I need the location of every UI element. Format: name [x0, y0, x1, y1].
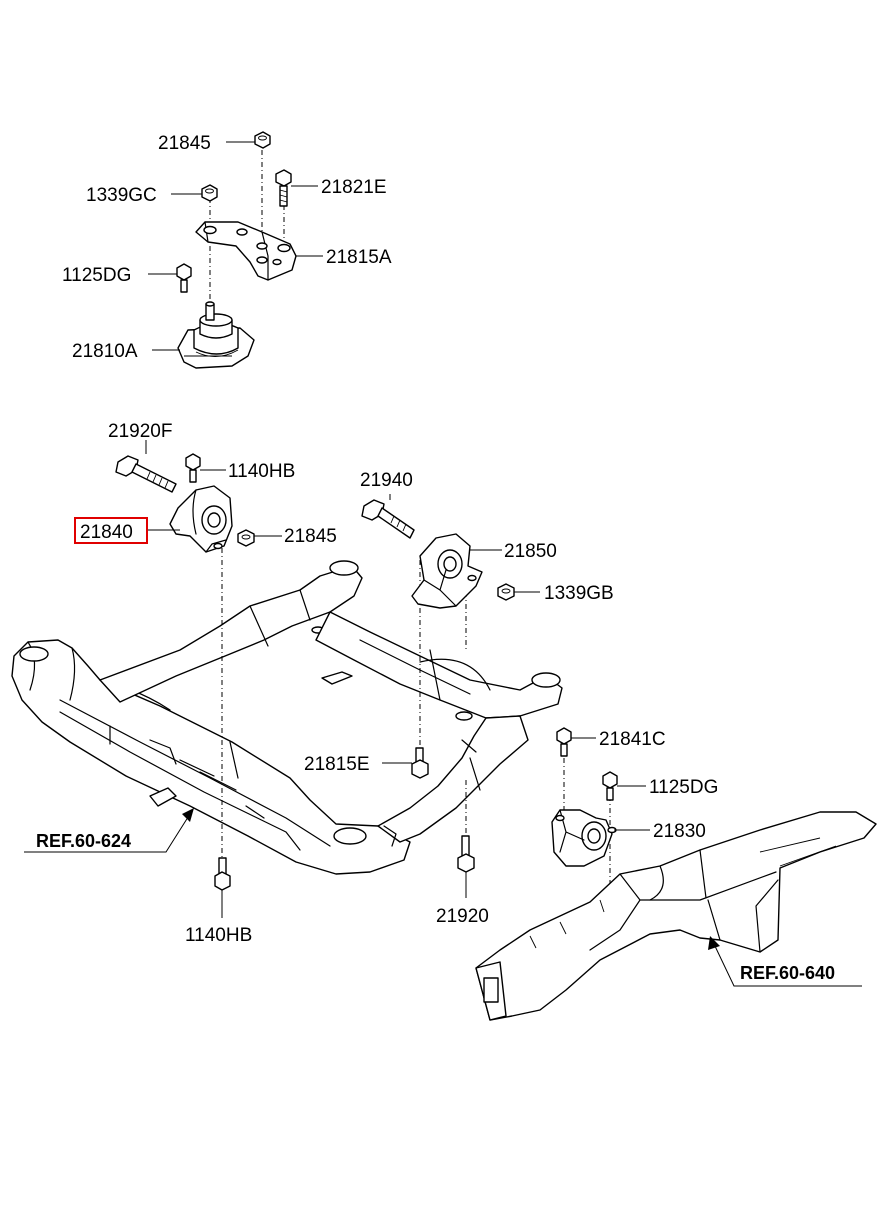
ref-label-left[interactable]: REF.60-624: [36, 831, 131, 851]
bolt-1125dg-right[interactable]: [602, 771, 618, 801]
label-1125dg-right[interactable]: 1125DG: [649, 777, 718, 798]
top-mount-assembly: [148, 131, 323, 369]
label-21940[interactable]: 21940: [360, 470, 413, 491]
mount-21850[interactable]: [411, 533, 483, 609]
ref-right-pointer: [708, 936, 862, 987]
bolt-1140hb-top[interactable]: [185, 453, 201, 483]
nut-21845-mid[interactable]: [237, 529, 255, 547]
label-1140hb-top[interactable]: 1140HB: [228, 461, 295, 482]
label-1140hb-bottom[interactable]: 1140HB: [185, 925, 252, 946]
label-21815e[interactable]: 21815E: [304, 754, 370, 775]
mount-21810a[interactable]: [177, 301, 255, 369]
bracket-21815a[interactable]: [195, 221, 297, 281]
side-rail-group: [475, 727, 877, 1021]
mount-21840[interactable]: [169, 485, 233, 553]
front-subframe: [11, 560, 563, 875]
label-21830[interactable]: 21830: [653, 821, 706, 842]
nut-1339gb[interactable]: [497, 583, 515, 601]
ref-label-right[interactable]: REF.60-640: [740, 963, 835, 983]
bolt-1140hb-bottom[interactable]: [214, 857, 231, 891]
label-21841c[interactable]: 21841C: [599, 729, 666, 750]
mount-21840-group: [115, 440, 282, 918]
label-21920[interactable]: 21920: [436, 906, 489, 927]
highlight-box: [74, 517, 148, 544]
label-21920f[interactable]: 21920F: [108, 421, 172, 442]
label-21840[interactable]: 21840: [80, 522, 133, 543]
label-1339gc[interactable]: 1339GC: [86, 185, 157, 206]
label-1125dg-top[interactable]: 1125DG: [62, 265, 131, 286]
bolt-21841c[interactable]: [556, 727, 572, 757]
label-1339gb[interactable]: 1339GB: [544, 583, 614, 604]
mount-21850-group: [361, 494, 540, 760]
bolt-21920[interactable]: [457, 835, 475, 873]
nut-21845-top[interactable]: [254, 131, 271, 149]
bolt-21815e[interactable]: [411, 747, 429, 779]
label-21850[interactable]: 21850: [504, 541, 557, 562]
mount-21830[interactable]: [551, 809, 617, 867]
label-21815a[interactable]: 21815A: [326, 247, 392, 268]
nut-1339gc[interactable]: [201, 184, 218, 202]
label-21845-mid[interactable]: 21845: [284, 526, 337, 547]
ref-left-pointer: [24, 808, 194, 853]
bolt-21920f[interactable]: [115, 455, 177, 493]
subframe-bolts: [382, 747, 475, 898]
bolt-21940[interactable]: [361, 499, 415, 539]
label-21821e[interactable]: 21821E: [321, 177, 387, 198]
label-21810a[interactable]: 21810A: [72, 341, 138, 362]
bolt-1125dg-top[interactable]: [176, 263, 192, 293]
label-21845-top[interactable]: 21845: [158, 133, 211, 154]
bolt-21821e[interactable]: [275, 169, 292, 207]
callout-labels: 21845 1339GC 21821E 21815A 1125DG 21810A…: [36, 133, 835, 983]
